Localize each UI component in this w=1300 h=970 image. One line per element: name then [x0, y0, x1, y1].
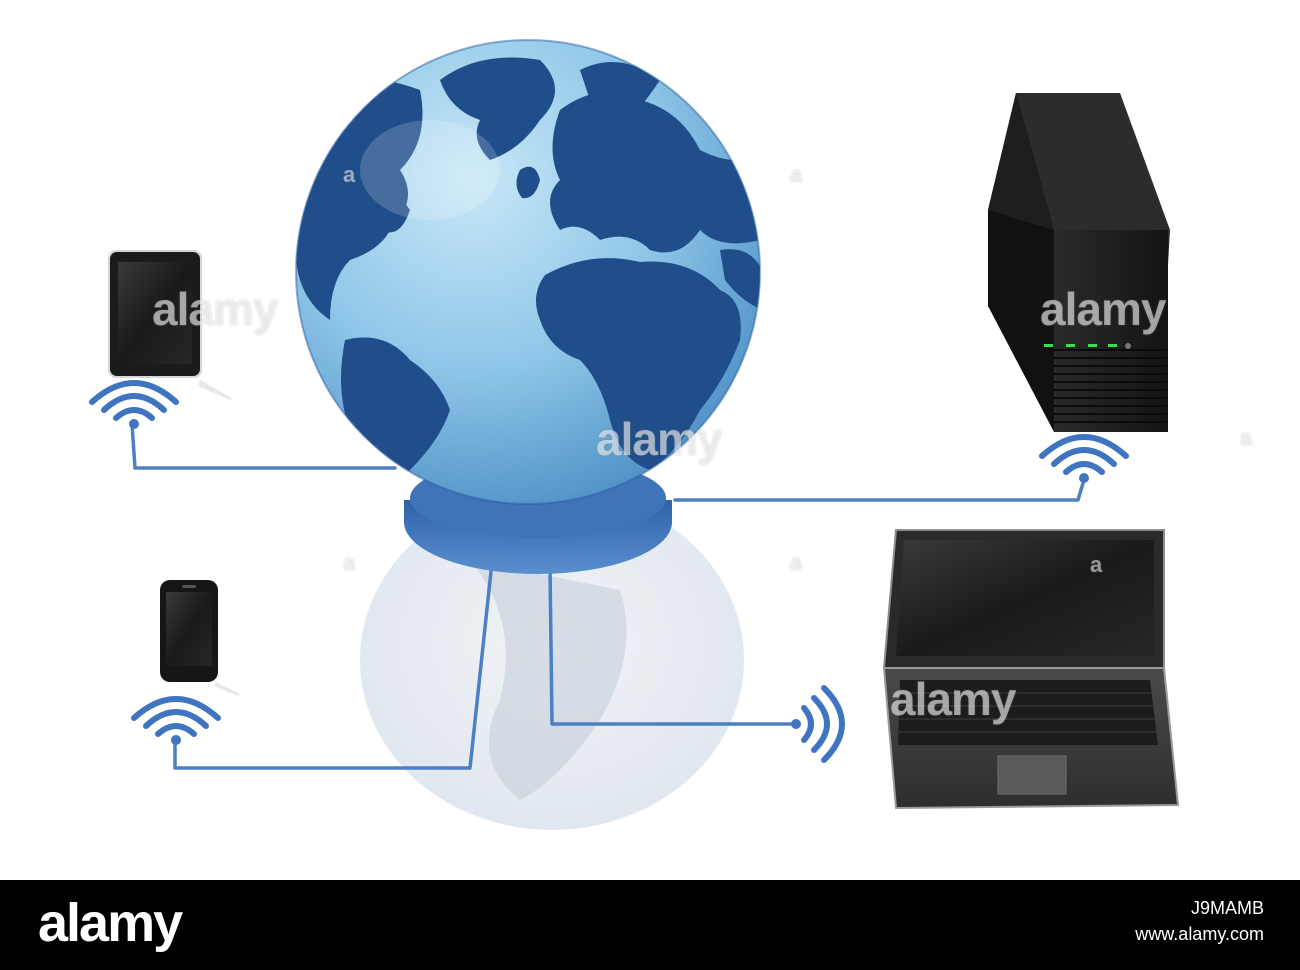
wifi-signal-icon: [1039, 434, 1129, 483]
laptop-icon: [882, 529, 1180, 810]
wifi-signal-icon: [131, 696, 221, 745]
image-id: J9MAMB: [1190, 898, 1264, 918]
watermark-mark: a: [343, 550, 356, 575]
site-url: www.alamy.com: [1135, 924, 1264, 944]
wifi-signal-icon: [791, 685, 845, 763]
watermark-mark: a: [1240, 425, 1253, 450]
cable-phone: [173, 560, 494, 770]
phone-icon: [160, 580, 240, 696]
watermark-mark: a: [1090, 552, 1103, 577]
footer-logo: alamy: [38, 893, 183, 953]
keyboard: [898, 680, 1158, 745]
network-scene: [89, 39, 1180, 830]
tablet-icon: [108, 250, 232, 400]
watermark-mark: a: [343, 162, 356, 187]
footer-info: J9MAMB www.alamy.com: [1135, 896, 1264, 948]
globe-icon: [295, 39, 761, 505]
wifi-signal-icon: [89, 380, 179, 429]
cable-server: [673, 478, 1086, 502]
cable-tablet: [130, 422, 397, 470]
status-led: [1044, 344, 1117, 347]
watermark-mark: a: [790, 162, 803, 187]
server-tower-icon: [988, 93, 1170, 432]
watermark-mark: a: [790, 550, 803, 575]
touchpad: [997, 755, 1067, 795]
cable-laptop: [548, 566, 794, 726]
footer-bar: alamy J9MAMB www.alamy.com: [0, 880, 1300, 970]
network-cables: [130, 422, 1086, 770]
